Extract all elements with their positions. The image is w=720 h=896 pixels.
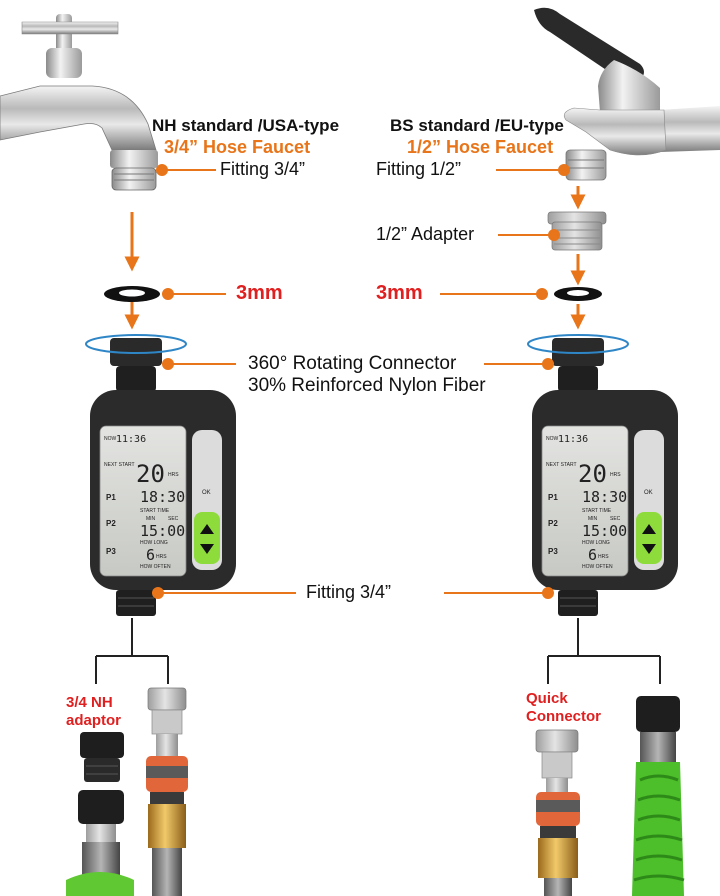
svg-text:HRS: HRS: [168, 472, 179, 478]
svg-text:6: 6: [146, 546, 155, 564]
svg-text:15:00: 15:00: [582, 522, 627, 540]
nh-hose-image: [66, 790, 134, 896]
usa-faucet-image: [0, 14, 158, 191]
svg-text:11:36: 11:36: [116, 434, 146, 445]
svg-text:OK: OK: [202, 490, 211, 496]
svg-text:HRS: HRS: [156, 554, 167, 560]
svg-text:P3: P3: [548, 547, 558, 556]
svg-text:HRS: HRS: [610, 472, 621, 478]
svg-text:MIN: MIN: [588, 516, 598, 522]
leader-lines: [152, 164, 570, 599]
svg-text:18:30: 18:30: [582, 488, 627, 506]
svg-text:SEC: SEC: [168, 516, 179, 522]
eu-standard-label: BS standard /EU-type: [390, 116, 564, 135]
svg-text:SEC: SEC: [610, 516, 621, 522]
rotating-connector-label: 360° Rotating Connector: [248, 353, 457, 374]
svg-text:NEXT START: NEXT START: [546, 462, 577, 468]
washer-left-thickness: 3mm: [236, 282, 283, 304]
nh-adaptor-image: [80, 732, 124, 782]
water-timer-left: [85, 334, 236, 616]
svg-text:P1: P1: [106, 493, 116, 502]
lcd-right: NOW 11:36 NEXT START 20 HRS P1 18:30 STA…: [546, 434, 653, 570]
svg-text:START TIME: START TIME: [582, 508, 612, 514]
svg-text:MIN: MIN: [146, 516, 156, 522]
svg-text:HOW LONG: HOW LONG: [140, 540, 168, 546]
quick-connector-left-image: [146, 687, 188, 896]
branch-lines: [95, 618, 661, 684]
eu-faucet-size-label: 1/2” Hose Faucet: [407, 137, 554, 157]
svg-text:HRS: HRS: [598, 554, 609, 560]
svg-text:15:00: 15:00: [140, 522, 185, 540]
lcd-left: NOW 11:36 NEXT START 20 HRS P1 18:30 STA…: [104, 434, 211, 570]
water-timer-right: [527, 334, 678, 616]
svg-text:11:36: 11:36: [558, 434, 588, 445]
expandable-hose-image: [632, 696, 685, 896]
svg-text:OK: OK: [644, 490, 653, 496]
svg-text:NOW: NOW: [104, 436, 117, 442]
bottom-fitting-label: Fitting 3/4”: [306, 582, 392, 602]
svg-text:HOW OFTEN: HOW OFTEN: [140, 564, 171, 570]
usa-fitting-label: Fitting 3/4”: [220, 159, 306, 179]
half-inch-adapter-image: [547, 211, 607, 251]
svg-text:HOW LONG: HOW LONG: [582, 540, 610, 546]
svg-text:P2: P2: [106, 519, 116, 528]
svg-text:HOW OFTEN: HOW OFTEN: [582, 564, 613, 570]
usa-faucet-size-label: 3/4” Hose Faucet: [164, 137, 311, 157]
svg-text:18:30: 18:30: [140, 488, 185, 506]
eu-fitting-label: Fitting 1/2”: [376, 159, 462, 179]
nh-adaptor-label: 3/4 NH adaptor: [66, 694, 122, 729]
svg-text:P1: P1: [548, 493, 558, 502]
usa-standard-label: NH standard /USA-type: [152, 116, 340, 135]
svg-text:20: 20: [136, 460, 165, 488]
svg-text:START TIME: START TIME: [140, 508, 170, 514]
svg-text:NEXT START: NEXT START: [104, 462, 135, 468]
svg-text:20: 20: [578, 460, 607, 488]
svg-text:P3: P3: [106, 547, 116, 556]
half-inch-adapter-label: 1/2” Adapter: [376, 224, 475, 244]
svg-text:6: 6: [588, 546, 597, 564]
washer-right-thickness: 3mm: [376, 282, 423, 304]
nylon-fiber-label: 30% Reinforced Nylon Fiber: [248, 375, 486, 396]
eu-faucet-image: [534, 7, 720, 181]
quick-connector-label: Quick Connector: [526, 690, 601, 725]
quick-connector-right-image: [535, 729, 580, 896]
svg-text:NOW: NOW: [546, 436, 559, 442]
svg-text:P2: P2: [548, 519, 558, 528]
